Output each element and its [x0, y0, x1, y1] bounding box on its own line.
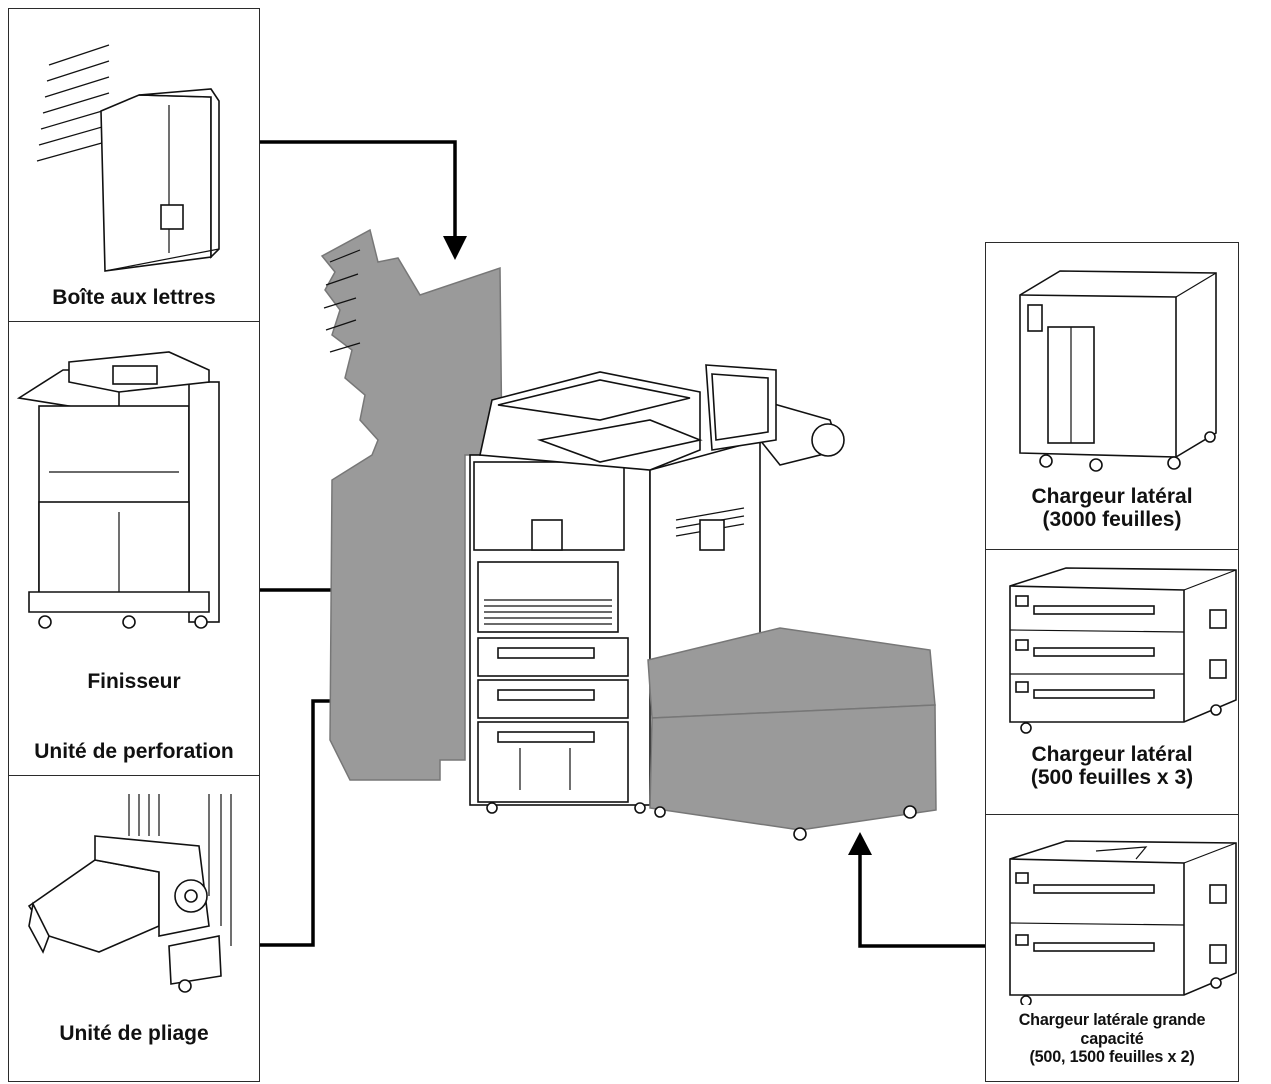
- side-feeder-3000-label: Chargeur latéral (3000 feuilles): [1031, 485, 1193, 532]
- option-mailbox[interactable]: Boîte aux lettres: [9, 9, 259, 321]
- paper-drawer-3-icon: [1009, 567, 1237, 734]
- arrow-side-feeder: [848, 832, 985, 948]
- right-options-panel: Chargeur latéral (3000 feuilles) Chargeu…: [985, 242, 1239, 1082]
- mailbox-label: Boîte aux lettres: [52, 286, 216, 309]
- feeder-silhouette: [647, 627, 937, 841]
- finisher-unit-icon: [16, 351, 220, 629]
- option-finisher[interactable]: Finisseur Unité de perforation: [9, 321, 259, 775]
- left-options-panel: Boîte aux lettres Finisseur Unité de per…: [8, 8, 260, 1082]
- option-folding[interactable]: Unité de pliage: [9, 775, 259, 1083]
- side-feeder-large-label: Chargeur latérale grande capacité (500, …: [1018, 1010, 1206, 1067]
- side-feeder-500x3-label: Chargeur latéral (500 feuilles x 3): [1030, 743, 1194, 790]
- side-feeder-icon: [1019, 270, 1217, 472]
- folding-label: Unité de pliage: [59, 1022, 209, 1045]
- option-side-feeder-500x3[interactable]: Chargeur latéral (500 feuilles x 3): [986, 549, 1238, 814]
- option-side-feeder-3000[interactable]: Chargeur latéral (3000 feuilles): [986, 243, 1238, 549]
- finisher-silhouette: [320, 228, 503, 781]
- option-side-feeder-large[interactable]: Chargeur latérale grande capacité (500, …: [986, 814, 1238, 1083]
- copier-body: [469, 364, 845, 814]
- finisher-label: Finisseur: [87, 670, 181, 693]
- mailbox-unit-icon: [36, 44, 220, 272]
- paper-drawer-2-icon: [1009, 840, 1237, 1005]
- folding-unit-icon: [27, 794, 232, 993]
- arrow-mailbox: [258, 140, 467, 260]
- punch-unit-label: Unité de perforation: [34, 740, 234, 763]
